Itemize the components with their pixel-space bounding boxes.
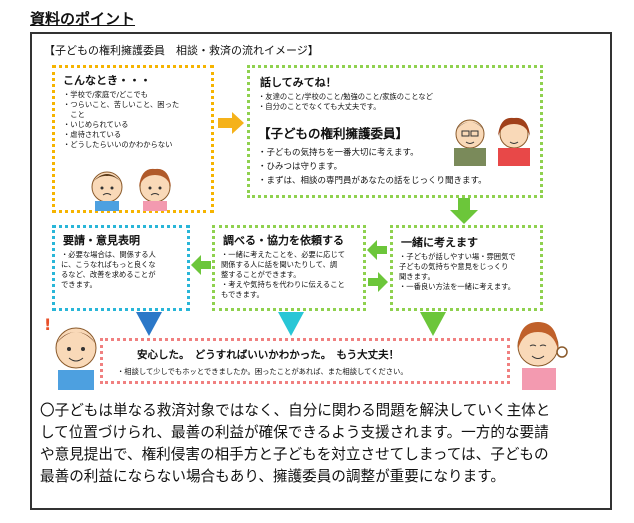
think-together-line: ・子どもが話しやすい場・雰囲気で — [399, 252, 516, 261]
advocate-title: 【子どもの権利擁護委員】 — [258, 126, 409, 141]
situation-line: ・つらいこと、苦しいこと、困った — [63, 100, 180, 109]
arrow-left-icon — [367, 240, 387, 260]
page-heading: 資料のポイント — [30, 10, 136, 28]
content-frame — [30, 32, 612, 510]
think-together-line: 子どもの気持ちや意見をじっくり — [399, 262, 509, 271]
think-together-line: ・一番良い方法を一緒に考えます。 — [399, 282, 516, 291]
relief-note: ・相談して少しでもホッとできましたか。困ったことがあれば、また相談してください。 — [117, 367, 408, 376]
request-box: 要請・意見表明 ・必要な場合は、関係する人 に、こうなればもっと良くな るなど、… — [52, 225, 190, 311]
child-ok-sign-illustration — [517, 322, 568, 390]
paragraph-line: 〇子どもは単なる救済対象ではなく、自分に関わる問題を解決していく主体と — [40, 402, 551, 419]
request-line: に、こうなればもっと良くな — [61, 260, 156, 269]
worried-children-illustration — [91, 168, 171, 211]
svg-text:!: ! — [44, 315, 51, 334]
relief-box: 安心した。 どうすればいいかわかった。 もう大丈夫！ ・相談して少しでもホッとで… — [100, 338, 510, 384]
advocate-line: ・ひみつは守ります。 — [258, 162, 343, 172]
request-line: るなど、改善を求めることが — [61, 270, 156, 279]
request-line: ・必要な場合は、関係する人 — [61, 250, 156, 259]
arrow-right-icon — [368, 272, 388, 292]
advocate-line: ・まずは、相談の専門員があなたの話をじっくり聞きます。 — [258, 176, 487, 186]
talk-line: ・友達のこと/学校のこと/勉強のこと/家族のことなど — [258, 92, 433, 101]
paragraph-line: して位置づけられ、最善の利益が確保できるよう支援されます。一方的な要請 — [40, 424, 549, 441]
arrow-right-icon — [218, 112, 244, 134]
investigate-line: 関係する人に話を聞いたりして、調 — [221, 260, 338, 269]
talk-box: 話してみてね！ ・友達のこと/学校のこと/勉強のこと/家族のことなど ・自分のこ… — [247, 65, 543, 198]
arrow-left-icon — [191, 255, 211, 275]
situation-box: こんなとき・・・ ・学校で/家庭で/どこでも ・つらいこと、苦しいこと、困った … — [52, 65, 214, 213]
arrow-down-icon — [136, 312, 162, 336]
investigate-line: 整することができます。 — [221, 270, 301, 279]
situation-line: ・どうしたらいいのかわからない — [63, 140, 173, 149]
request-title: 要請・意見表明 — [63, 234, 140, 247]
request-line: できます。 — [61, 280, 97, 289]
situation-line: ・学校で/家庭で/どこでも — [63, 90, 148, 99]
investigate-title: 調べる・協力を依頼する — [223, 234, 344, 247]
arrow-down-icon — [278, 312, 304, 336]
paragraph-line: や意見提出で、権利侵害の相手方と子どもを対立させてしまっては、子どもの — [40, 446, 549, 463]
talk-line: ・自分のことでなくても大丈夫です。 — [258, 102, 381, 111]
child-thumbs-up-illustration: ! — [44, 315, 97, 390]
relief-headline: 安心した。 どうすればいいかわかった。 もう大丈夫！ — [137, 349, 400, 361]
think-together-line: 聞きます。 — [399, 272, 435, 281]
situation-line: こと — [63, 110, 85, 119]
situation-title: こんなとき・・・ — [63, 74, 151, 87]
arrow-down-icon — [450, 198, 478, 224]
advocates-illustration — [454, 117, 530, 166]
think-together-title: 一緒に考えます — [401, 236, 478, 249]
explanation-paragraph: 〇子どもは単なる救済対象ではなく、自分に関わる問題を解決していく主体と して位置… — [40, 400, 606, 488]
investigate-box: 調べる・協力を依頼する ・一緒に考えたことを、必要に応じて 関係する人に話を聞い… — [212, 225, 366, 311]
think-together-box: 一緒に考えます ・子どもが話しやすい場・雰囲気で 子どもの気持ちや意見をじっくり… — [390, 225, 543, 311]
situation-line: ・虐待されている — [63, 130, 122, 139]
investigate-line: ・考えや気持ちを代わりに伝えること — [221, 280, 345, 289]
investigate-line: ・一緒に考えたことを、必要に応じて — [221, 250, 346, 259]
situation-line: ・いじめられている — [63, 120, 129, 129]
investigate-line: もできます。 — [221, 290, 264, 299]
talk-title: 話してみてね！ — [260, 76, 337, 89]
diagram-title: 【子どもの権利擁護委員 相談・救済の流れイメージ】 — [44, 44, 319, 57]
arrow-down-icon — [420, 312, 446, 336]
advocate-line: ・子どもの気持ちを一番大切に考えます。 — [258, 148, 419, 158]
paragraph-line: 最善の利益にならない場合もあり、擁護委員の調整が重要になります。 — [40, 468, 505, 485]
